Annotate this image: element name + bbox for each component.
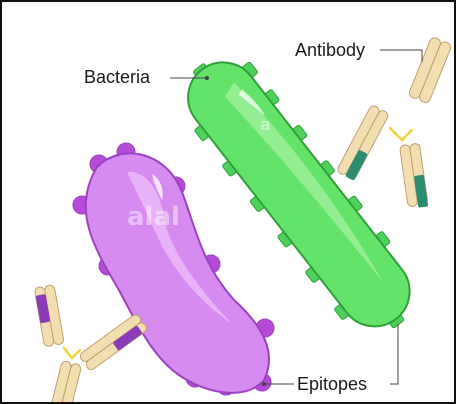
epitopes-label: Epitopes	[297, 374, 367, 394]
antibody-top-right	[336, 36, 452, 209]
epitopes-leader-dot	[262, 382, 266, 386]
bacteria-label: Bacteria	[84, 67, 150, 87]
antibody-label: Antibody	[295, 40, 365, 60]
antibody-hinge	[64, 348, 80, 358]
epitopes-leader-line	[390, 324, 398, 384]
watermark-text: alal	[127, 202, 180, 232]
watermark-text-small: a	[260, 115, 271, 134]
bacteria-leader-dot	[205, 76, 209, 80]
antibody-leader-line	[380, 50, 422, 62]
antibody-hinge	[390, 128, 412, 140]
purple-bacterium-body	[86, 153, 269, 392]
